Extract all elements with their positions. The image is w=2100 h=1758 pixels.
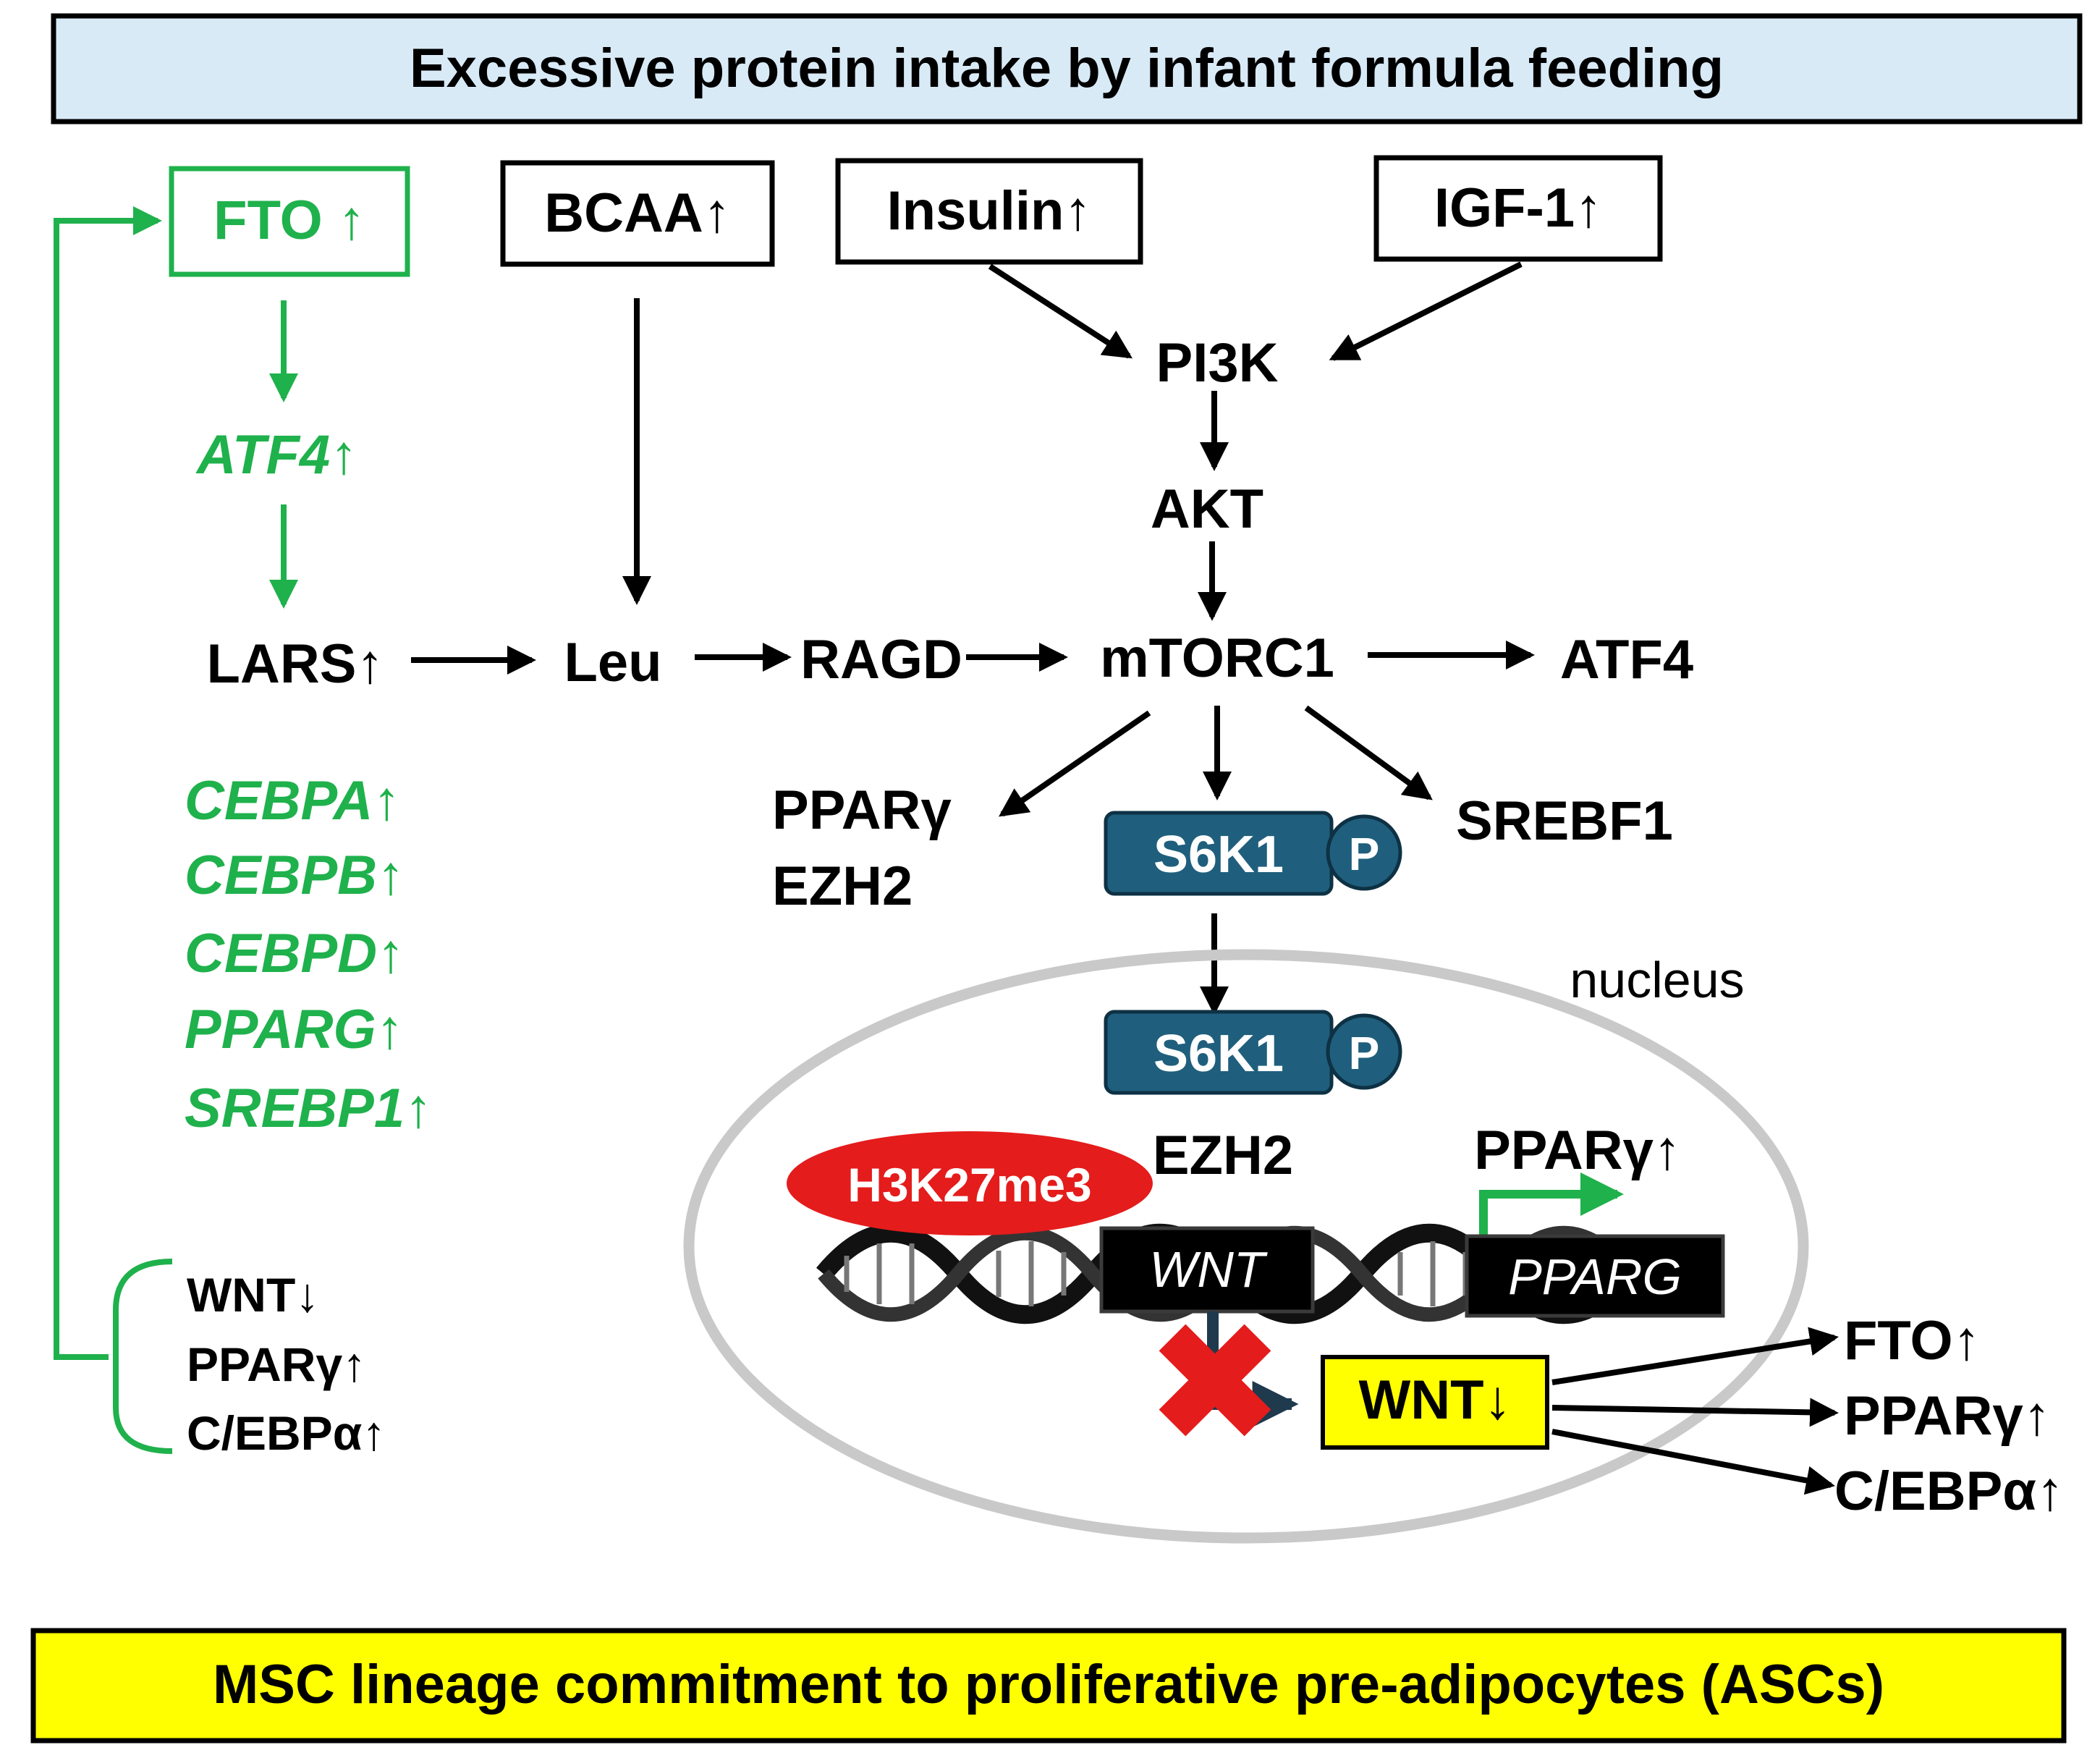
header-banner-box xyxy=(51,13,2083,124)
lars-label: LARS↑ xyxy=(207,633,384,695)
growth-factor-pathway: PI3K AKT xyxy=(988,261,1523,621)
fto-input-node: FTO ↑ xyxy=(169,166,410,277)
pparg-gene-box xyxy=(1465,1234,1725,1318)
insulin-label: Insulin↑ xyxy=(887,180,1092,242)
outputs: FTO↑ PPARγ↑ C/EBPα↑ xyxy=(1551,1310,2064,1522)
atf4-label: ATF4 xyxy=(1560,629,1693,690)
cebpa-label: CEBPA↑ xyxy=(185,770,400,832)
wnt-down-label: WNT↓ xyxy=(1358,1369,1511,1431)
phospho-label-1: P xyxy=(1349,828,1380,880)
ragd-label: RAGD xyxy=(800,629,962,690)
pi3k-label: PI3K xyxy=(1156,332,1279,394)
bcaa-input-node: BCAA↑ xyxy=(500,160,775,267)
fto-label: FTO ↑ xyxy=(213,190,365,251)
akt-label: AKT xyxy=(1151,478,1263,540)
left-green-branch: ATF4↑ CEBPA↑ CEBPB↑ CEBPD↑ PPARG↑ SREBP1… xyxy=(54,206,432,1460)
s6k1-cytoplasm: S6K1 P xyxy=(1104,811,1402,896)
insulin-to-pi3k-arrow xyxy=(988,263,1133,359)
h3k27me3-label: H3K27me3 xyxy=(847,1158,1092,1212)
mtorc1-to-pparg-arrow xyxy=(999,710,1151,817)
wnt-to-fto-arrow xyxy=(1551,1327,1839,1385)
insulin-input-node: Insulin↑ xyxy=(835,158,1143,265)
mtorc1-label: mTORC1 xyxy=(1100,627,1334,689)
igf1-input-node: IGF-1↑ xyxy=(1373,155,1663,262)
srebf1-label: SREBF1 xyxy=(1456,790,1673,852)
phospho-label-2: P xyxy=(1349,1027,1380,1079)
wnt-to-cebpa-arrow xyxy=(1551,1429,1835,1495)
inhibition-x-icon xyxy=(1159,1324,1271,1437)
pparg-active-label: PPARγ↑ xyxy=(1474,1120,1681,1181)
nucleus-label: nucleus xyxy=(1570,952,1744,1008)
ezh2-label: EZH2 xyxy=(1153,1125,1293,1186)
feedback-loop-line xyxy=(54,206,162,1360)
output-pparg-label: PPARγ↑ xyxy=(1844,1385,2051,1447)
footer-title: MSC lineage commitment to proliferative … xyxy=(213,1654,1884,1715)
loop-bracket xyxy=(113,1259,173,1454)
loop-cebpa-label: C/EBPα↑ xyxy=(187,1406,386,1460)
phospho-circle-1 xyxy=(1326,814,1402,891)
wnt-gene-label: WNT xyxy=(1149,1241,1268,1298)
s6k1-cytoplasm-label: S6K1 xyxy=(1153,826,1284,884)
srebp1-label: SREBP1↑ xyxy=(185,1078,432,1139)
bcaa-label: BCAA↑ xyxy=(544,182,731,244)
igf1-label: IGF-1↑ xyxy=(1434,177,1602,239)
h3k27me3-mark xyxy=(787,1131,1153,1235)
pparg-gene-label: PPARG xyxy=(1508,1248,1682,1305)
main-pathway: LARS↑ Leu RAGD mTORC1 ATF4 xyxy=(207,298,1693,695)
nucleus-ring xyxy=(683,949,1809,1544)
loop-wnt-label: WNT↓ xyxy=(187,1268,319,1322)
cebpb-label: CEBPB↑ xyxy=(185,845,405,906)
leu-label: Leu xyxy=(564,632,661,693)
igf1-to-pi3k-arrow xyxy=(1329,261,1523,361)
footer-banner: MSC lineage commitment to proliferative … xyxy=(30,1628,2067,1744)
cebpd-label: CEBPD↑ xyxy=(185,923,405,984)
header-banner: Excessive protein intake by infant formu… xyxy=(51,13,2083,124)
atf4-green-label: ATF4↑ xyxy=(195,424,357,486)
wnt-to-pparg-arrow xyxy=(1551,1398,1839,1427)
mtorc1-downstream: PPARγ EZH2 SREBF1 xyxy=(772,705,1673,917)
loop-pparg-label: PPARγ↑ xyxy=(187,1337,366,1391)
output-fto-label: FTO↑ xyxy=(1844,1310,1981,1372)
mtorc1-to-srebf1-arrow xyxy=(1304,705,1433,800)
output-cebpa-label: C/EBPα↑ xyxy=(1834,1461,2064,1522)
wnt-down-box xyxy=(1321,1355,1549,1450)
header-title: Excessive protein intake by infant formu… xyxy=(410,38,1724,99)
pparg-ezh2-label-1: PPARγ xyxy=(772,779,952,841)
pparg-gene-label: PPARG↑ xyxy=(185,999,404,1060)
s6k1-nucleus-label: S6K1 xyxy=(1153,1025,1284,1083)
pparg-promoter-arrow xyxy=(1479,1172,1624,1238)
footer-banner-box xyxy=(30,1628,2067,1744)
phospho-circle-2 xyxy=(1326,1013,1402,1090)
pparg-ezh2-label-2: EZH2 xyxy=(772,855,913,917)
nucleus-compartment: nucleus S6K1 P EZH2 H3K27me3 xyxy=(683,949,1809,1544)
